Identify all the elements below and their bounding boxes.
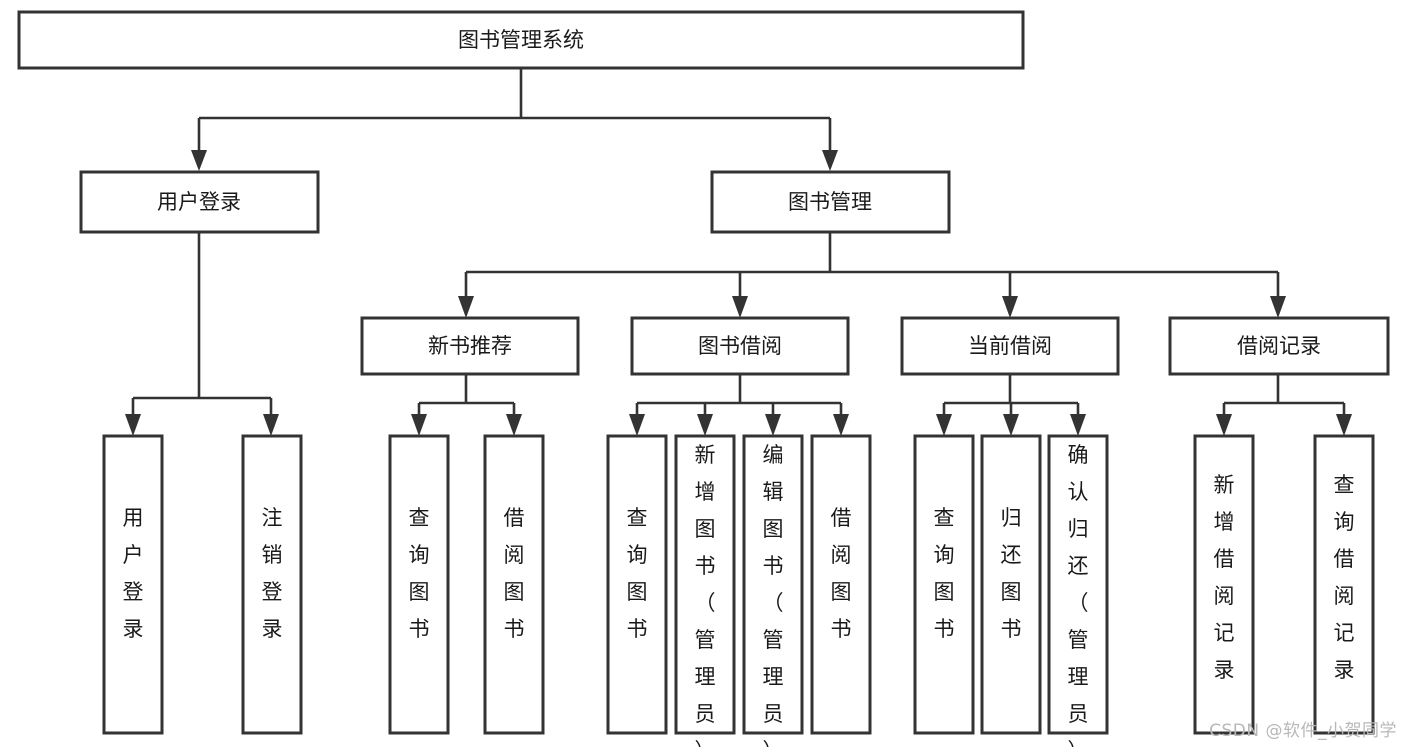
arrowhead-leaf-add-book	[697, 414, 713, 436]
node-current-borrow-box[interactable]	[900, 316, 1120, 376]
arrowhead-book-borrow	[732, 296, 748, 318]
arrowhead-leaf-query-record	[1336, 414, 1352, 436]
arrowhead-leaf-query-book-c	[936, 414, 952, 436]
node-leaf-query-book-a[interactable]: 查询图书	[388, 434, 450, 735]
node-new-book-rec-label: 新书推荐	[428, 334, 512, 358]
node-user-login[interactable]: 用户登录	[79, 170, 320, 234]
node-leaf-query-book-b[interactable]: 查询图书	[606, 434, 668, 735]
node-leaf-add-record-box[interactable]	[1193, 434, 1255, 735]
node-current-borrow-label: 当前借阅	[968, 334, 1052, 358]
node-user-login-label: 用户登录	[157, 190, 241, 214]
node-leaf-add-record-label: 新增借阅记录	[1214, 473, 1235, 682]
node-leaf-add-book-box[interactable]	[674, 434, 736, 735]
node-leaf-edit-book[interactable]: 编辑图书（管理员）	[742, 434, 804, 747]
node-leaf-borrow-book-b-label: 借阅图书	[831, 506, 852, 641]
arrowhead-leaf-edit-book	[765, 414, 781, 436]
csdn-watermark: CSDN @软件_小贺同学	[1209, 721, 1397, 741]
node-leaf-return-book-box[interactable]	[980, 434, 1042, 735]
arrowhead-leaf-borrow-book-a	[506, 414, 522, 436]
node-leaf-query-book-b-box[interactable]	[606, 434, 668, 735]
node-borrow-record-box[interactable]	[1168, 316, 1390, 376]
node-leaf-query-book-a-box[interactable]	[388, 434, 450, 735]
node-leaf-query-book-c[interactable]: 查询图书	[913, 434, 975, 735]
node-root-box[interactable]	[17, 10, 1025, 70]
node-leaf-query-book-c-box[interactable]	[913, 434, 975, 735]
node-book-borrow[interactable]: 图书借阅	[630, 316, 850, 376]
arrowhead-leaf-borrow-book-b	[833, 414, 849, 436]
node-book-manage-label: 图书管理	[788, 190, 872, 214]
arrowhead-leaf-add-record	[1216, 414, 1232, 436]
node-leaf-edit-book-box[interactable]	[742, 434, 804, 735]
node-leaf-query-book-c-label: 查询图书	[934, 506, 955, 641]
node-leaf-borrow-book-a[interactable]: 借阅图书	[483, 434, 545, 735]
node-leaf-add-book[interactable]: 新增图书（管理员）	[674, 434, 736, 747]
node-leaf-logout-label: 注销登录	[262, 506, 283, 641]
node-leaf-add-record[interactable]: 新增借阅记录	[1193, 434, 1255, 735]
node-leaf-user-login-label: 用户登录	[123, 506, 144, 641]
arrowhead-leaf-logout	[263, 414, 279, 436]
node-leaf-borrow-book-a-box[interactable]	[483, 434, 545, 735]
arrowhead-new-book-rec	[458, 296, 474, 318]
node-leaf-borrow-book-b[interactable]: 借阅图书	[810, 434, 872, 735]
arrowhead-borrow-record	[1270, 296, 1286, 318]
node-book-borrow-label: 图书借阅	[698, 334, 782, 358]
node-leaf-borrow-book-b-box[interactable]	[810, 434, 872, 735]
arrowhead-leaf-confirm-return	[1070, 414, 1086, 436]
node-new-book-rec[interactable]: 新书推荐	[360, 316, 580, 376]
node-leaf-return-book[interactable]: 归还图书	[980, 434, 1042, 735]
node-leaf-query-book-b-label: 查询图书	[627, 506, 648, 641]
node-leaf-confirm-return-box[interactable]	[1047, 434, 1109, 735]
arrowhead-user-login	[191, 150, 207, 171]
node-leaf-query-record[interactable]: 查询借阅记录	[1313, 434, 1375, 735]
arrowhead-leaf-query-book-b	[629, 414, 645, 436]
node-leaf-user-login-box[interactable]	[102, 434, 164, 735]
node-leaf-logout-box[interactable]	[241, 434, 303, 735]
node-leaf-confirm-return[interactable]: 确认归还（管理员）	[1047, 434, 1109, 747]
node-leaf-add-book-label: 新增图书（管理员）	[695, 443, 716, 747]
arrowhead-leaf-query-book-a	[411, 414, 427, 436]
node-book-manage-box[interactable]	[710, 170, 951, 234]
node-current-borrow[interactable]: 当前借阅	[900, 316, 1120, 376]
node-leaf-borrow-book-a-label: 借阅图书	[504, 506, 525, 641]
node-root[interactable]: 图书管理系统	[17, 10, 1025, 70]
arrowhead-leaf-user-login	[125, 414, 141, 436]
node-leaf-edit-book-label: 编辑图书（管理员）	[763, 443, 784, 747]
node-leaf-query-record-label: 查询借阅记录	[1334, 473, 1355, 682]
node-leaf-user-login[interactable]: 用户登录	[102, 434, 164, 735]
node-leaf-logout[interactable]: 注销登录	[241, 434, 303, 735]
node-user-login-box[interactable]	[79, 170, 320, 234]
node-borrow-record[interactable]: 借阅记录	[1168, 316, 1390, 376]
node-leaf-query-record-box[interactable]	[1313, 434, 1375, 735]
node-book-borrow-box[interactable]	[630, 316, 850, 376]
connector-layer	[125, 68, 1352, 436]
arrowhead-current-borrow	[1002, 296, 1018, 318]
node-leaf-return-book-label: 归还图书	[1001, 506, 1022, 641]
node-leaf-confirm-return-label: 确认归还（管理员）	[1068, 443, 1089, 747]
arrowhead-leaf-return-book	[1003, 414, 1019, 436]
node-new-book-rec-box[interactable]	[360, 316, 580, 376]
node-root-label: 图书管理系统	[458, 28, 584, 52]
node-leaf-query-book-a-label: 查询图书	[409, 506, 430, 641]
arrowhead-book-manage	[822, 150, 838, 171]
node-borrow-record-label: 借阅记录	[1237, 334, 1321, 358]
node-book-manage[interactable]: 图书管理	[710, 170, 951, 234]
